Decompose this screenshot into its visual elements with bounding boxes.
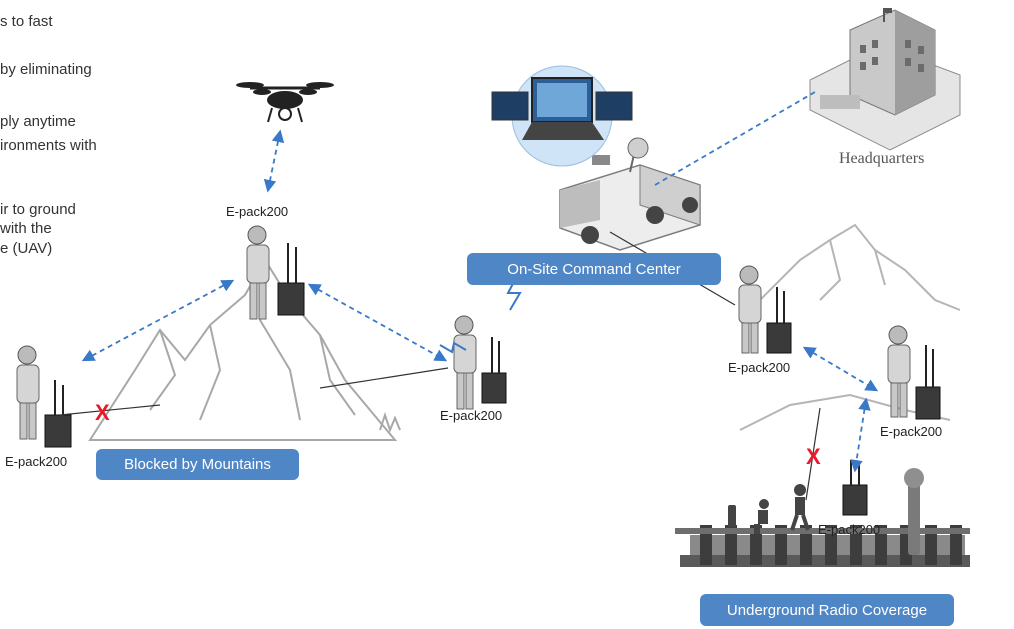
blocked-x-mark: X bbox=[95, 400, 110, 425]
rail-track bbox=[675, 468, 970, 567]
soldier-radio-icon bbox=[738, 265, 792, 354]
soldier-radio-icon bbox=[16, 345, 72, 448]
epack-label: E-pack200 bbox=[5, 454, 68, 469]
side-line: ironments with bbox=[0, 137, 97, 154]
worker-icon bbox=[728, 484, 810, 534]
command-vehicle-icon bbox=[559, 137, 701, 251]
headquarters-building-icon bbox=[809, 8, 961, 151]
underground-badge: Underground Radio Coverage bbox=[700, 594, 954, 626]
soldier-radio-icon bbox=[246, 225, 305, 320]
drone-icon bbox=[236, 82, 334, 123]
command-center-badge: On-Site Command Center bbox=[467, 253, 721, 285]
side-line: ply anytime bbox=[0, 113, 76, 130]
laptop-monitors-icon bbox=[491, 65, 633, 167]
mountain-left bbox=[88, 258, 401, 441]
soldier-radio-icon bbox=[887, 325, 941, 420]
side-line: with the bbox=[0, 220, 52, 237]
epack-label: E-pack200 bbox=[728, 360, 791, 375]
epack-label: E-pack200 bbox=[226, 204, 289, 219]
epack-label: E-pack200 bbox=[440, 408, 503, 423]
side-line: e (UAV) bbox=[0, 240, 53, 257]
wireless-bolt-icon bbox=[439, 277, 522, 354]
epack-label: E-pack200 bbox=[818, 522, 881, 537]
radio-unit-icon bbox=[842, 460, 868, 516]
headquarters-label: Headquarters bbox=[839, 150, 925, 167]
side-line: ir to ground bbox=[0, 201, 76, 218]
epack-label: E-pack200 bbox=[880, 424, 943, 439]
blocked-x-mark: X bbox=[806, 444, 821, 469]
soldier-radio-icon bbox=[453, 315, 507, 410]
blocked-badge: Blocked by Mountains bbox=[96, 449, 299, 480]
side-line: s to fast bbox=[0, 13, 53, 30]
side-line: by eliminating bbox=[0, 61, 92, 78]
wireless-links bbox=[81, 91, 879, 473]
